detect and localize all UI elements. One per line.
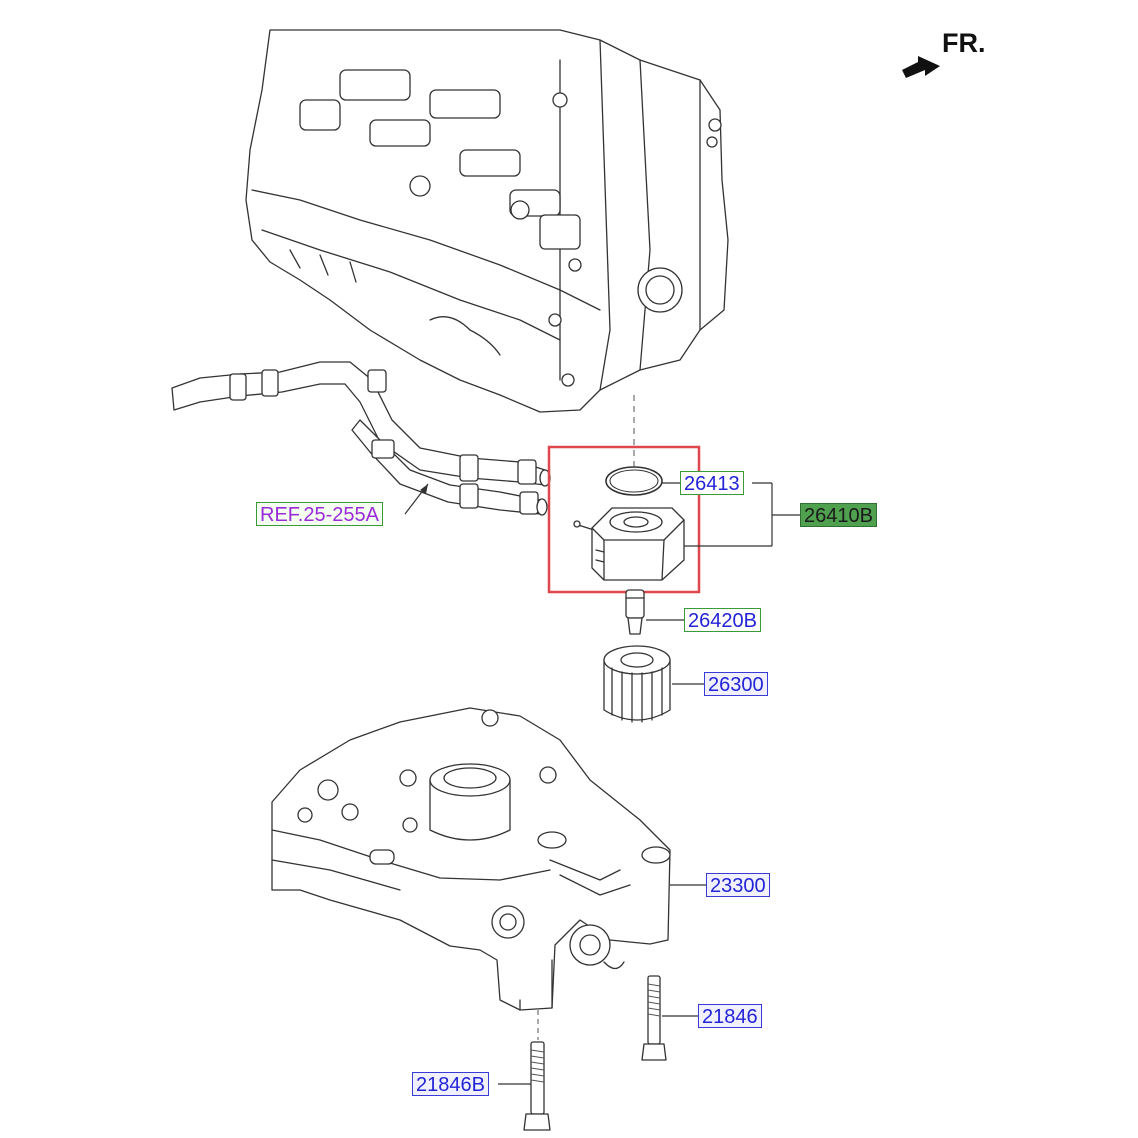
part-label-bolt-left[interactable]: 21846B	[412, 1072, 489, 1096]
oil-pump	[271, 707, 671, 1011]
part-label-bolt-right[interactable]: 21846	[698, 1004, 762, 1028]
cooler-hoses	[171, 361, 551, 516]
gasket-ring	[605, 466, 663, 496]
part-label-oil-cooler-assy[interactable]: 26410B	[800, 503, 877, 527]
oil-cooler	[573, 507, 685, 581]
front-direction-label: FR.	[942, 28, 986, 58]
bolt-left	[523, 1010, 551, 1131]
part-label-connector-bolt[interactable]: 26420B	[684, 608, 761, 632]
oil-filter	[603, 645, 671, 723]
part-label-gasket[interactable]: 26413	[680, 471, 744, 495]
ref-label-25-255a[interactable]: REF.25-255A	[256, 502, 383, 526]
part-label-oil-pump[interactable]: 23300	[706, 873, 770, 897]
bolt-right	[641, 975, 667, 1061]
front-direction-arrow-icon	[902, 56, 940, 78]
connector-bolt	[625, 589, 645, 635]
engine-block	[245, 29, 729, 413]
part-label-oil-filter[interactable]: 26300	[704, 672, 768, 696]
highlight-box	[547, 445, 701, 594]
